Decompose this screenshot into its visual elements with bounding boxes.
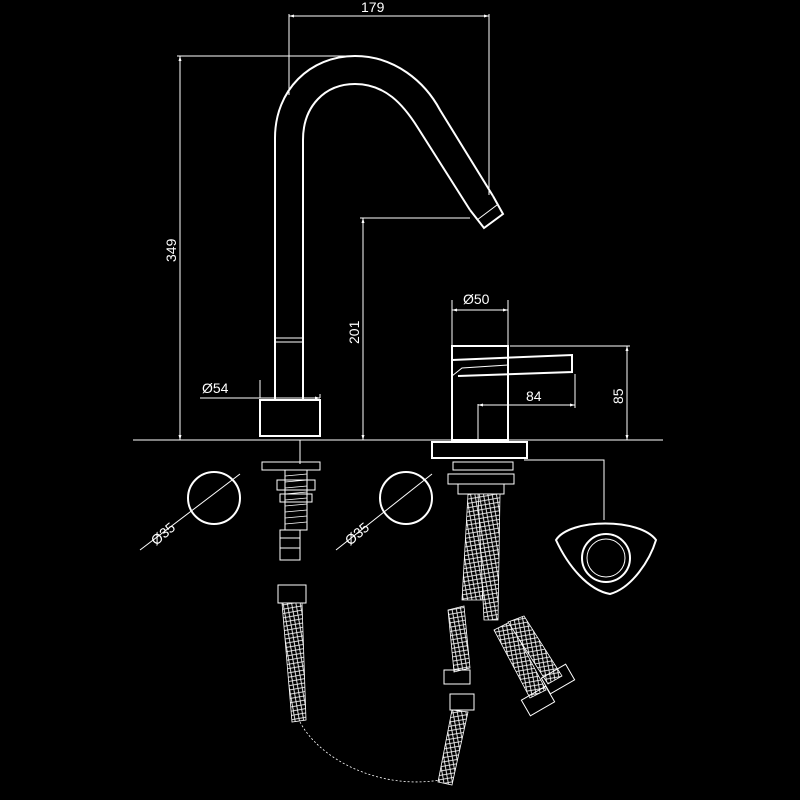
dimension-label-lever-length: 84 xyxy=(526,388,542,404)
spout-flexible-hose xyxy=(277,584,475,786)
dimension-spout-height: 201 xyxy=(346,217,470,440)
spout-fixing-assembly xyxy=(261,440,321,561)
spout xyxy=(259,54,505,437)
dimension-handle-height: 85 xyxy=(510,345,630,440)
dimension-lever-length: 84 xyxy=(477,374,576,440)
dimension-spout-reach: 179 xyxy=(288,0,490,195)
dimension-overall-height: 349 xyxy=(163,55,360,440)
dimension-label-spout-reach: 179 xyxy=(361,0,385,15)
hole-detail-left: Ø35 xyxy=(139,471,241,551)
dimension-label-overall-height: 349 xyxy=(163,238,179,262)
dimension-label-hole-left: Ø35 xyxy=(148,519,179,548)
dimension-label-handle-body-diameter: Ø50 xyxy=(463,291,490,307)
mixer-handle xyxy=(431,345,573,459)
dimension-spout-base-diameter: Ø54 xyxy=(200,380,321,400)
dimension-handle-body-diameter: Ø50 xyxy=(451,291,509,346)
dimension-label-spout-height: 201 xyxy=(346,320,362,344)
hole-detail-right: Ø35 xyxy=(335,471,433,551)
dimension-label-handle-height: 85 xyxy=(610,388,626,404)
dimension-label-spout-base-diameter: Ø54 xyxy=(202,380,229,396)
lever-cross-section-callout xyxy=(524,459,658,596)
dimension-label-hole-right: Ø35 xyxy=(342,519,373,548)
handle-fixing-assembly xyxy=(443,461,576,717)
